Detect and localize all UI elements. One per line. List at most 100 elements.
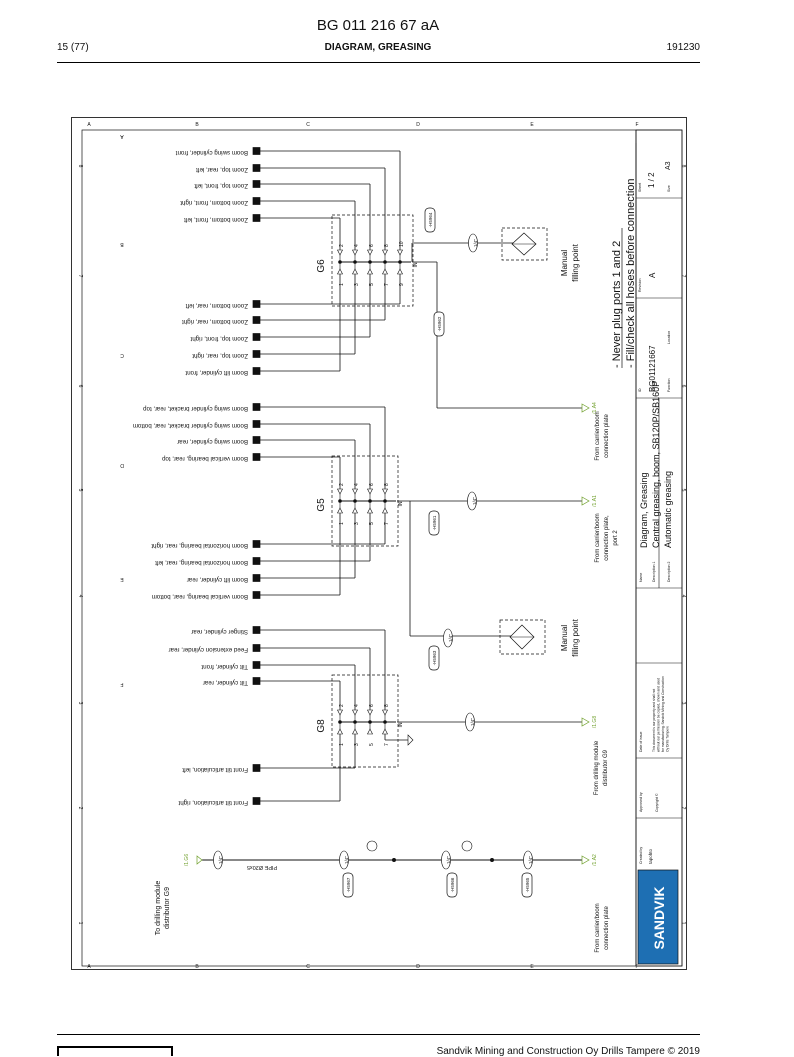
port-number-top: 6 (369, 244, 375, 247)
grid-number-right: 2 (680, 807, 686, 810)
grid-number-right: 6 (680, 385, 686, 388)
grease-point-label: Zoom bottom, front, left (184, 216, 248, 223)
port-number-top: 6 (369, 483, 375, 486)
check-valve-bottom (352, 268, 358, 275)
right-label: connection plate (604, 413, 610, 457)
check-valve-bottom (337, 507, 343, 514)
check-valve-top (367, 488, 373, 495)
hose-tag-box (428, 645, 440, 671)
legal-text: Oy Drills Tampere (666, 726, 670, 752)
grease-point-terminal (252, 626, 261, 634)
pipe-label: PIPE Ø20x5 (247, 864, 277, 870)
port-number-bottom: 5 (369, 283, 375, 286)
port-number-bottom: 7 (384, 743, 390, 746)
hose-tag-box (446, 872, 458, 898)
port-number-top: 10 (399, 241, 405, 247)
hose-size-bubble (339, 850, 349, 870)
hose-size-label: 1/4" (218, 856, 223, 864)
check-valve-bottom (352, 728, 358, 735)
grid-letter-left: D (120, 462, 124, 468)
legal-text: This document is our property and shall … (652, 689, 656, 752)
distributor-in-label: IN (413, 262, 419, 267)
right-label: From carrier/boom (595, 513, 601, 562)
grease-point-terminal (252, 367, 261, 375)
grid-letter-bottom: E (530, 964, 534, 969)
grease-point-terminal (252, 300, 261, 308)
connector-reference: /1.A1 (592, 495, 598, 507)
right-label: distributor G9 (603, 749, 609, 786)
id-label: ID (638, 388, 642, 392)
section-title: DIAGRAM, GREASING (324, 42, 432, 53)
grease-point-label: Zoom bottom, front, right (180, 199, 248, 206)
grid-letter-right: C (120, 968, 124, 969)
check-valve-bottom (337, 728, 343, 735)
grease-point-terminal (252, 420, 261, 428)
grid-letter-top: B (195, 122, 199, 128)
grease-point-terminal (252, 591, 261, 599)
port-number-top: 4 (354, 244, 360, 247)
check-valve-bottom (367, 728, 373, 735)
junction-node (490, 858, 494, 862)
port-number-bottom: 3 (354, 283, 360, 286)
check-valve-top (352, 488, 358, 495)
right-label: connection plate (604, 905, 610, 949)
sandvik-footer-logo (57, 1046, 173, 1056)
grid-letter-right: F (120, 968, 123, 969)
hose-tag-box (342, 872, 354, 898)
hose-tag-label: -H5966 (450, 877, 455, 892)
grease-point-label: Front tilt articulation, right (178, 799, 248, 806)
created-by-label: Created by (639, 847, 643, 864)
check-valve-top (367, 249, 373, 256)
grease-point-label: Front tilt articulation, left (182, 766, 248, 773)
hose-tag-box (428, 510, 440, 536)
grid-number-left: 6 (77, 385, 83, 388)
check-valve-top (382, 709, 388, 716)
manual-filling-label: filling point (571, 618, 580, 657)
approved-by-label: Approved by (639, 792, 643, 812)
grease-point-label: Feed extension cylinder, rear (169, 646, 248, 653)
grid-number-left: 2 (77, 807, 83, 810)
connector-reference: /1.A2 (592, 854, 598, 866)
hose-size-label: 1/4" (472, 497, 477, 505)
check-valve-bottom (367, 507, 373, 514)
grid-letter-top: C (306, 122, 310, 128)
grease-point-label: Boom swing cylinder bracket, rear, top (143, 405, 248, 412)
grease-point-terminal (252, 574, 261, 582)
port-number-bottom: 3 (354, 522, 360, 525)
grid-number-right: 3 (680, 702, 686, 705)
check-valve-top (397, 249, 403, 256)
check-valve-top (352, 709, 358, 716)
grid-letter-left: F (120, 681, 123, 687)
header-rule (57, 62, 700, 63)
grease-point-terminal (252, 540, 261, 548)
grid-letter-top: F (635, 122, 638, 128)
check-valve-bottom (352, 507, 358, 514)
revision-value: A (648, 272, 657, 278)
sandvik-logo-box (637, 869, 679, 965)
distributor-in-label: IN (398, 501, 404, 506)
grease-point-terminal (252, 661, 261, 669)
description1-label: Description 1 (652, 562, 656, 582)
grease-point-terminal (252, 797, 261, 805)
check-valve-bottom (367, 268, 373, 275)
port-number-top: 8 (384, 704, 390, 707)
grease-point-terminal (252, 436, 261, 444)
grid-number-left: 7 (77, 275, 83, 278)
greasing-diagram-sheet: AABBCCDDEEFFAABBCCDDEEFF1122334455667788… (71, 117, 687, 970)
page-number: 15 (77) (57, 42, 89, 53)
connector-arrow (581, 496, 590, 506)
port-number-top: 6 (369, 704, 375, 707)
check-valve-top (367, 709, 373, 716)
reference-bubble (366, 840, 378, 852)
distributor-g6-box (331, 214, 414, 307)
grease-point-label: Zoom top, front, left (194, 182, 248, 189)
check-valve-bottom (382, 507, 388, 514)
grid-letter-top: A (87, 122, 91, 128)
hose-size-label: 1/4" (448, 634, 453, 642)
grease-point-label: Boom lift cylinder, rear (187, 576, 248, 583)
manual-filling-box-g8 (499, 619, 546, 655)
drawing-id: BG01121667 (648, 345, 657, 392)
date-code: 191230 (666, 42, 700, 53)
grease-point-label: Boom swing cylinder bracket, rear, botto… (133, 422, 248, 429)
grease-point-terminal (252, 453, 261, 461)
